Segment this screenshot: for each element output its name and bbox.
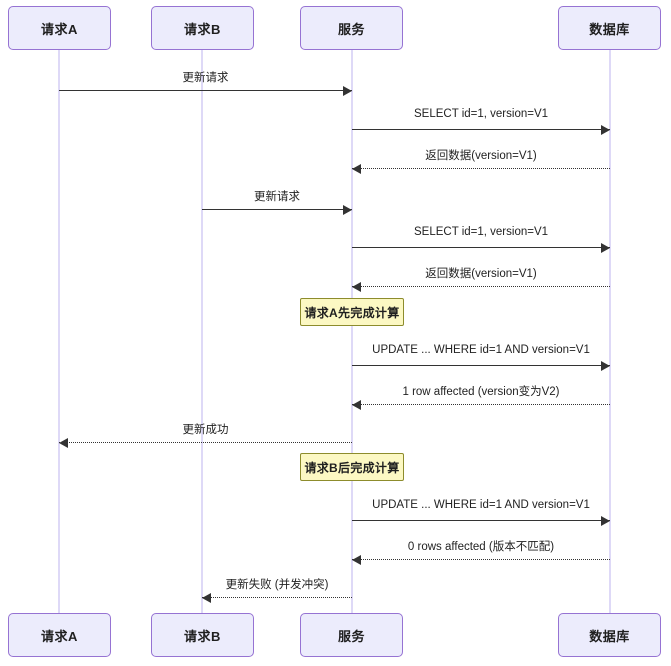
arrow-head-m2 [601, 125, 610, 135]
message-label-m6: 返回数据(version=V1) [425, 268, 537, 280]
message-line-m10 [352, 520, 610, 521]
participant-label: 请求B [184, 628, 221, 644]
message-label-m7: UPDATE ... WHERE id=1 AND version=V1 [372, 344, 590, 356]
arrow-head-m3 [352, 164, 361, 174]
message-label-m2: SELECT id=1, version=V1 [413, 108, 549, 120]
message-label-m12: 更新失败 (并发冲突) [225, 579, 329, 591]
lifeline-b [201, 50, 203, 616]
message-line-m8 [352, 404, 610, 405]
message-label-m3: 返回数据(version=V1) [425, 150, 537, 162]
participant-label: 请求B [184, 21, 221, 37]
message-line-m7 [352, 365, 610, 366]
note-n2[interactable]: 请求B后完成计算 [300, 453, 404, 481]
message-label-m5: SELECT id=1, version=V1 [413, 226, 549, 238]
note-label: 请求B后完成计算 [304, 460, 400, 475]
message-line-m9 [59, 442, 352, 443]
message-line-m6 [352, 286, 610, 287]
participant-footer-s[interactable]: 服务 [300, 613, 403, 657]
participant-header-s[interactable]: 服务 [300, 6, 403, 50]
message-line-m1 [59, 90, 352, 91]
participant-label: 数据库 [589, 21, 630, 37]
participant-header-a[interactable]: 请求A [8, 6, 111, 50]
participant-header-db[interactable]: 数据库 [558, 6, 661, 50]
note-n1[interactable]: 请求A先完成计算 [300, 298, 404, 326]
message-line-m11 [352, 559, 610, 560]
lifeline-db [609, 50, 611, 616]
message-label-m8: 1 row affected (version变为V2) [402, 386, 560, 398]
message-label-m10: UPDATE ... WHERE id=1 AND version=V1 [372, 499, 590, 511]
message-line-m5 [352, 247, 610, 248]
message-line-m3 [352, 168, 610, 169]
participant-label: 服务 [337, 628, 365, 644]
note-label: 请求A先完成计算 [304, 305, 400, 320]
lifeline-s [351, 50, 353, 616]
message-label-m9: 更新成功 [182, 424, 229, 436]
message-label-m11: 0 rows affected (版本不匹配) [407, 541, 555, 553]
arrow-head-m7 [601, 361, 610, 371]
participant-label: 请求A [41, 628, 78, 644]
message-line-m2 [352, 129, 610, 130]
participant-label: 数据库 [589, 628, 630, 644]
participant-footer-b[interactable]: 请求B [151, 613, 254, 657]
arrow-head-m12 [202, 593, 211, 603]
participant-footer-a[interactable]: 请求A [8, 613, 111, 657]
arrow-head-m6 [352, 282, 361, 292]
arrow-head-m1 [343, 86, 352, 96]
arrow-head-m10 [601, 516, 610, 526]
message-label-m1: 更新请求 [182, 72, 229, 84]
participant-header-b[interactable]: 请求B [151, 6, 254, 50]
participant-label: 服务 [337, 21, 365, 37]
arrow-head-m5 [601, 243, 610, 253]
participant-label: 请求A [41, 21, 78, 37]
message-label-m4: 更新请求 [254, 191, 300, 203]
lifeline-a [58, 50, 60, 616]
arrow-head-m8 [352, 400, 361, 410]
arrow-head-m4 [343, 205, 352, 215]
arrow-head-m11 [352, 555, 361, 565]
message-line-m12 [202, 597, 352, 598]
participant-footer-db[interactable]: 数据库 [558, 613, 661, 657]
arrow-head-m9 [59, 438, 68, 448]
message-line-m4 [202, 209, 352, 210]
